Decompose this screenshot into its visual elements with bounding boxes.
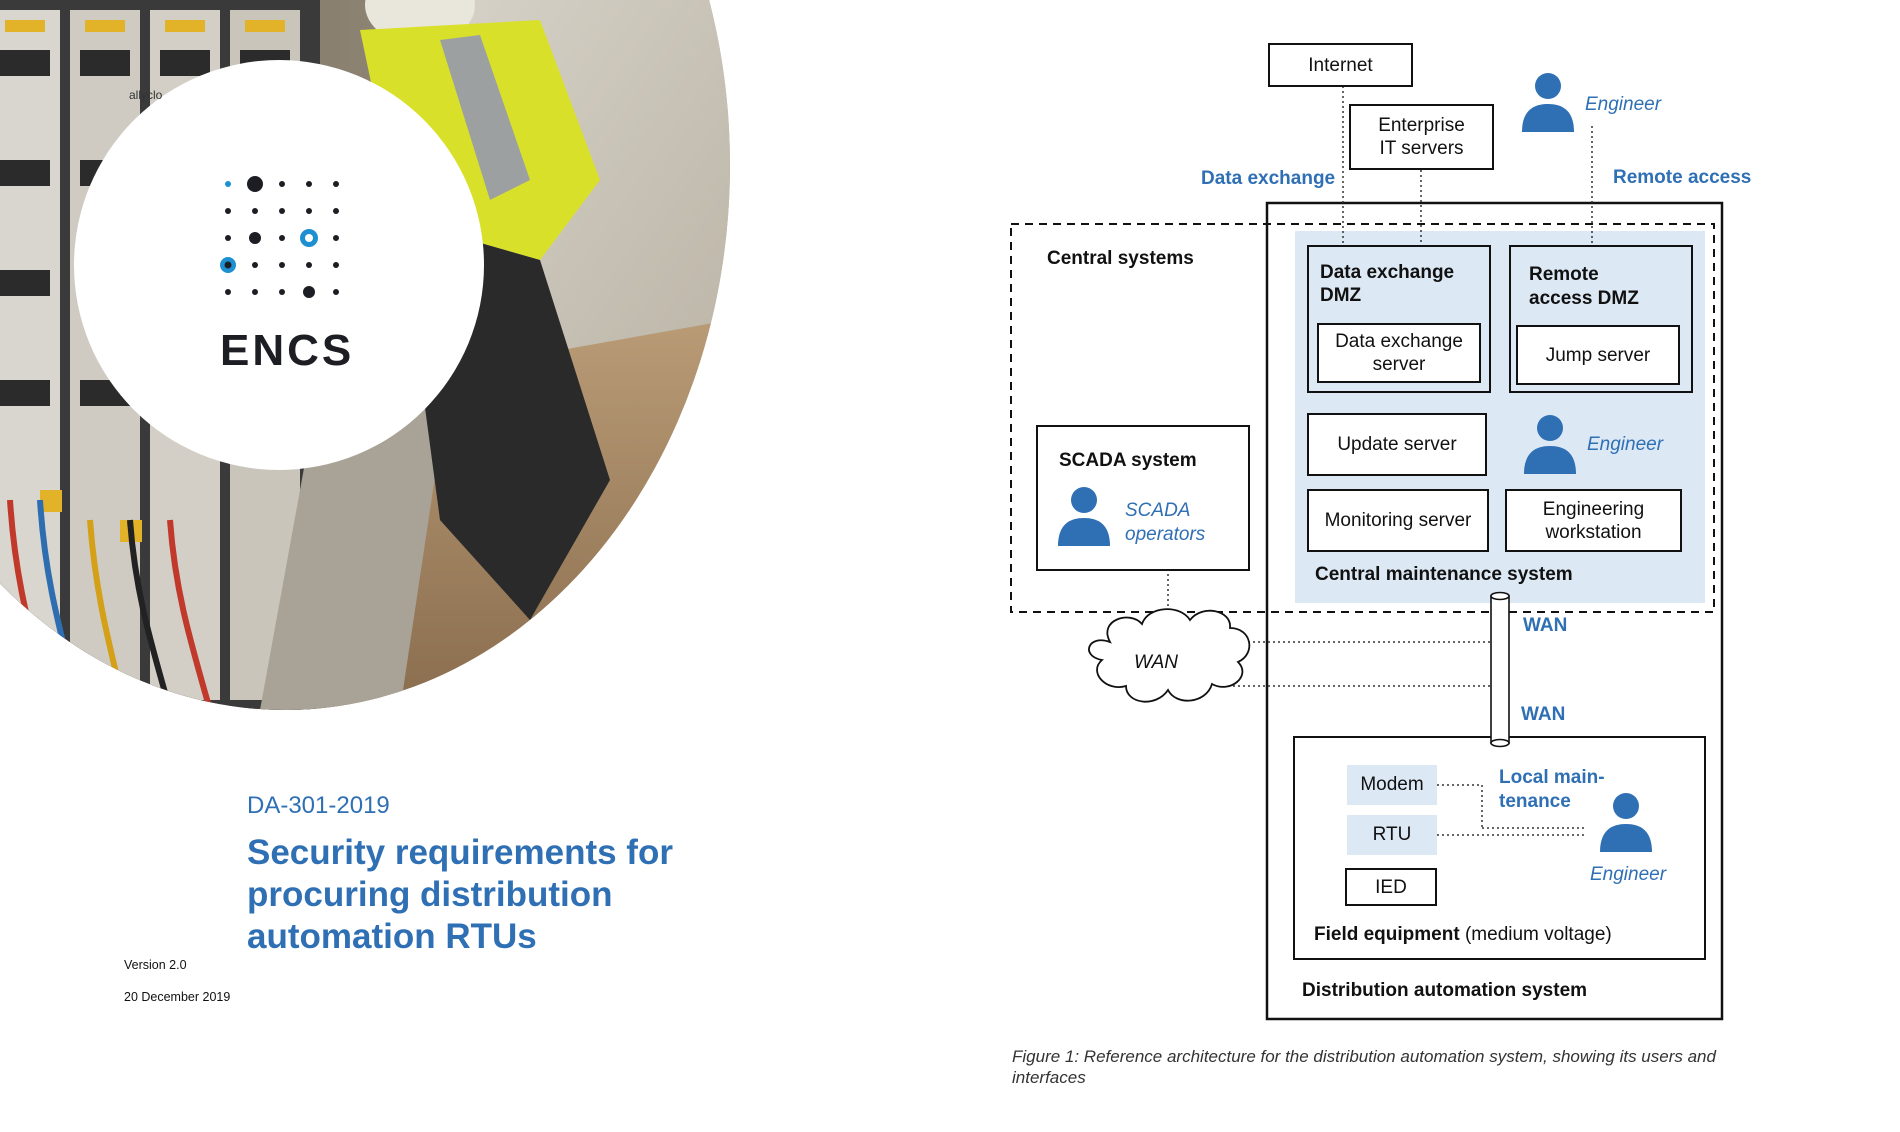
- field-equipment-label: Field equipment (medium voltage): [1314, 924, 1612, 946]
- photo-credit: allyclo: [129, 88, 163, 102]
- person-icon: [1522, 73, 1574, 132]
- person-icon: [1058, 487, 1110, 546]
- title-line: procuring distribution: [247, 875, 613, 914]
- data-exchange-label: Data exchange: [1201, 168, 1336, 189]
- date-text: 20 December 2019: [124, 990, 231, 1004]
- title-line: Security requirements for: [247, 833, 673, 872]
- enterprise-it-line: Enterprise: [1378, 115, 1465, 136]
- engineer-remote-label: Engineer: [1585, 94, 1662, 115]
- document-title: Security requirements for procuring dist…: [247, 832, 707, 958]
- encs-logo-icon: [220, 176, 339, 298]
- wan-lower-label: WAN: [1521, 704, 1566, 725]
- field-equipment-rest: (medium voltage): [1459, 924, 1612, 945]
- engineering-workstation-box: Engineering workstation: [1505, 489, 1682, 552]
- local-maintenance-line: Local main-: [1499, 767, 1605, 788]
- data-exchange-dmz: [1307, 245, 1491, 393]
- data-exchange-server-line: Data exchange: [1335, 331, 1463, 352]
- person-icon: [1524, 415, 1576, 474]
- local-maintenance-line: tenance: [1499, 791, 1571, 812]
- remote-access-dmz: [1509, 245, 1693, 393]
- scada-operators-line: SCADA: [1125, 500, 1191, 521]
- enterprise-it-box: Enterprise IT servers: [1349, 104, 1494, 170]
- engineering-workstation-line: Engineering: [1542, 498, 1645, 520]
- central-systems-label: Central systems: [1047, 248, 1194, 269]
- engineering-workstation-line: workstation: [1545, 521, 1642, 543]
- figure-caption: Figure 1: Reference architecture for the…: [1012, 1047, 1716, 1087]
- update-server-label: Update server: [1337, 434, 1457, 455]
- update-server-box: Update server: [1307, 413, 1487, 476]
- internet-label: Internet: [1308, 54, 1373, 76]
- remote-access-dmz-line: Remote: [1529, 264, 1599, 285]
- scada-system-label: SCADA system: [1059, 450, 1197, 471]
- document-code: DA-301-2019: [247, 792, 390, 819]
- remote-access-dmz-line: access DMZ: [1529, 288, 1639, 309]
- field-equipment-bold: Field equipment: [1314, 924, 1460, 945]
- central-systems-boundary: [1010, 223, 1715, 613]
- data-exchange-dmz-line: Data exchange: [1320, 262, 1455, 283]
- scada-operators-line: operators: [1125, 524, 1206, 545]
- monitoring-server-label: Monitoring server: [1324, 510, 1472, 531]
- data-exchange-server-line: server: [1372, 354, 1426, 375]
- wan-upper-label: WAN: [1523, 615, 1568, 636]
- title-line: automation RTUs: [247, 917, 537, 956]
- rtu-box: RTU: [1347, 815, 1437, 855]
- wan-cloud-label: WAN: [1134, 652, 1178, 673]
- ied-box: IED: [1345, 868, 1437, 906]
- monitoring-server-box: Monitoring server: [1307, 489, 1489, 552]
- person-icon: [1600, 793, 1652, 852]
- jump-server-box: Jump server: [1516, 325, 1680, 385]
- modem-label: Modem: [1360, 774, 1424, 795]
- wan-pipe: [1490, 595, 1510, 744]
- version-text: Version 2.0: [124, 958, 187, 972]
- rtu-label: RTU: [1372, 824, 1412, 845]
- enterprise-it-line: IT servers: [1379, 138, 1464, 159]
- remote-access-label: Remote access: [1613, 167, 1752, 188]
- logo-wordmark: ENCS: [220, 326, 355, 375]
- cloud-icon: [1088, 608, 1251, 703]
- jump-server-label: Jump server: [1545, 344, 1651, 366]
- modem-box: Modem: [1347, 765, 1437, 805]
- engineer-field-label: Engineer: [1590, 864, 1667, 885]
- engineer-central-label: Engineer: [1587, 434, 1664, 455]
- data-exchange-dmz-line: DMZ: [1320, 285, 1362, 306]
- central-maintenance-label: Central maintenance system: [1315, 564, 1573, 585]
- internet-box: Internet: [1268, 43, 1413, 87]
- ied-label: IED: [1375, 876, 1407, 898]
- distribution-automation-boundary: [1265, 201, 1724, 1021]
- distribution-automation-label: Distribution automation system: [1302, 980, 1588, 1001]
- data-exchange-server-box: Data exchange server: [1317, 323, 1481, 383]
